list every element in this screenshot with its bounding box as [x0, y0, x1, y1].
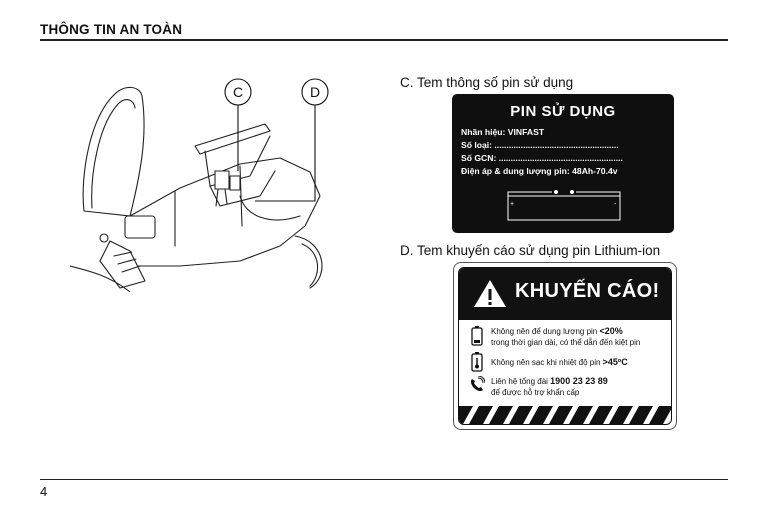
- svg-text:-: -: [614, 201, 617, 208]
- footer-rule: [40, 479, 728, 480]
- battery-spec-label: PIN SỬ DỤNG Nhãn hiệu: VINFAST Số loại: …: [452, 94, 674, 233]
- callout-d: D: [310, 84, 320, 100]
- scooter-illustration: C D: [70, 78, 329, 292]
- section-header: THÔNG TIN AN TOÀN: [40, 22, 183, 37]
- spec-line: Điện áp & dung lượng pin: 48Ah-70.4v: [461, 166, 618, 176]
- gcn-line: Số GCN: ................................…: [461, 153, 623, 163]
- model-line: Số loại: ...............................…: [461, 140, 619, 150]
- warning-banner: KHUYẾN CÁO!: [459, 268, 671, 320]
- wiring-diagram: + -: [507, 190, 621, 221]
- warning-item-1: Không nên để dung lượng pin <20%trong th…: [491, 326, 641, 347]
- caption-warning: D. Tem khuyến cáo sử dụng pin Lithium-io…: [400, 243, 661, 258]
- warning-title: KHUYẾN CÁO!: [515, 280, 660, 302]
- header-rule: [40, 39, 728, 41]
- caption-battery-spec: C. Tem thông số pin sử dụng: [400, 75, 574, 90]
- battery-label-title: PIN SỬ DỤNG: [510, 103, 616, 120]
- phone-icon: [470, 376, 485, 392]
- warning-item-2: Không nên sạc khi nhiệt độ pin >45ºC: [491, 357, 628, 367]
- hazard-stripes: [459, 406, 671, 424]
- callout-c: C: [233, 84, 243, 100]
- warning-triangle-icon: [474, 280, 506, 307]
- battery-temperature-icon: [471, 352, 483, 372]
- brand-line: Nhãn hiệu: VINFAST: [461, 127, 545, 137]
- svg-text:+: +: [510, 201, 514, 208]
- low-battery-icon: [471, 326, 483, 346]
- page-number: 4: [40, 484, 48, 499]
- warning-label: KHUYẾN CÁO! Không nên để dung lượng pin …: [453, 262, 677, 430]
